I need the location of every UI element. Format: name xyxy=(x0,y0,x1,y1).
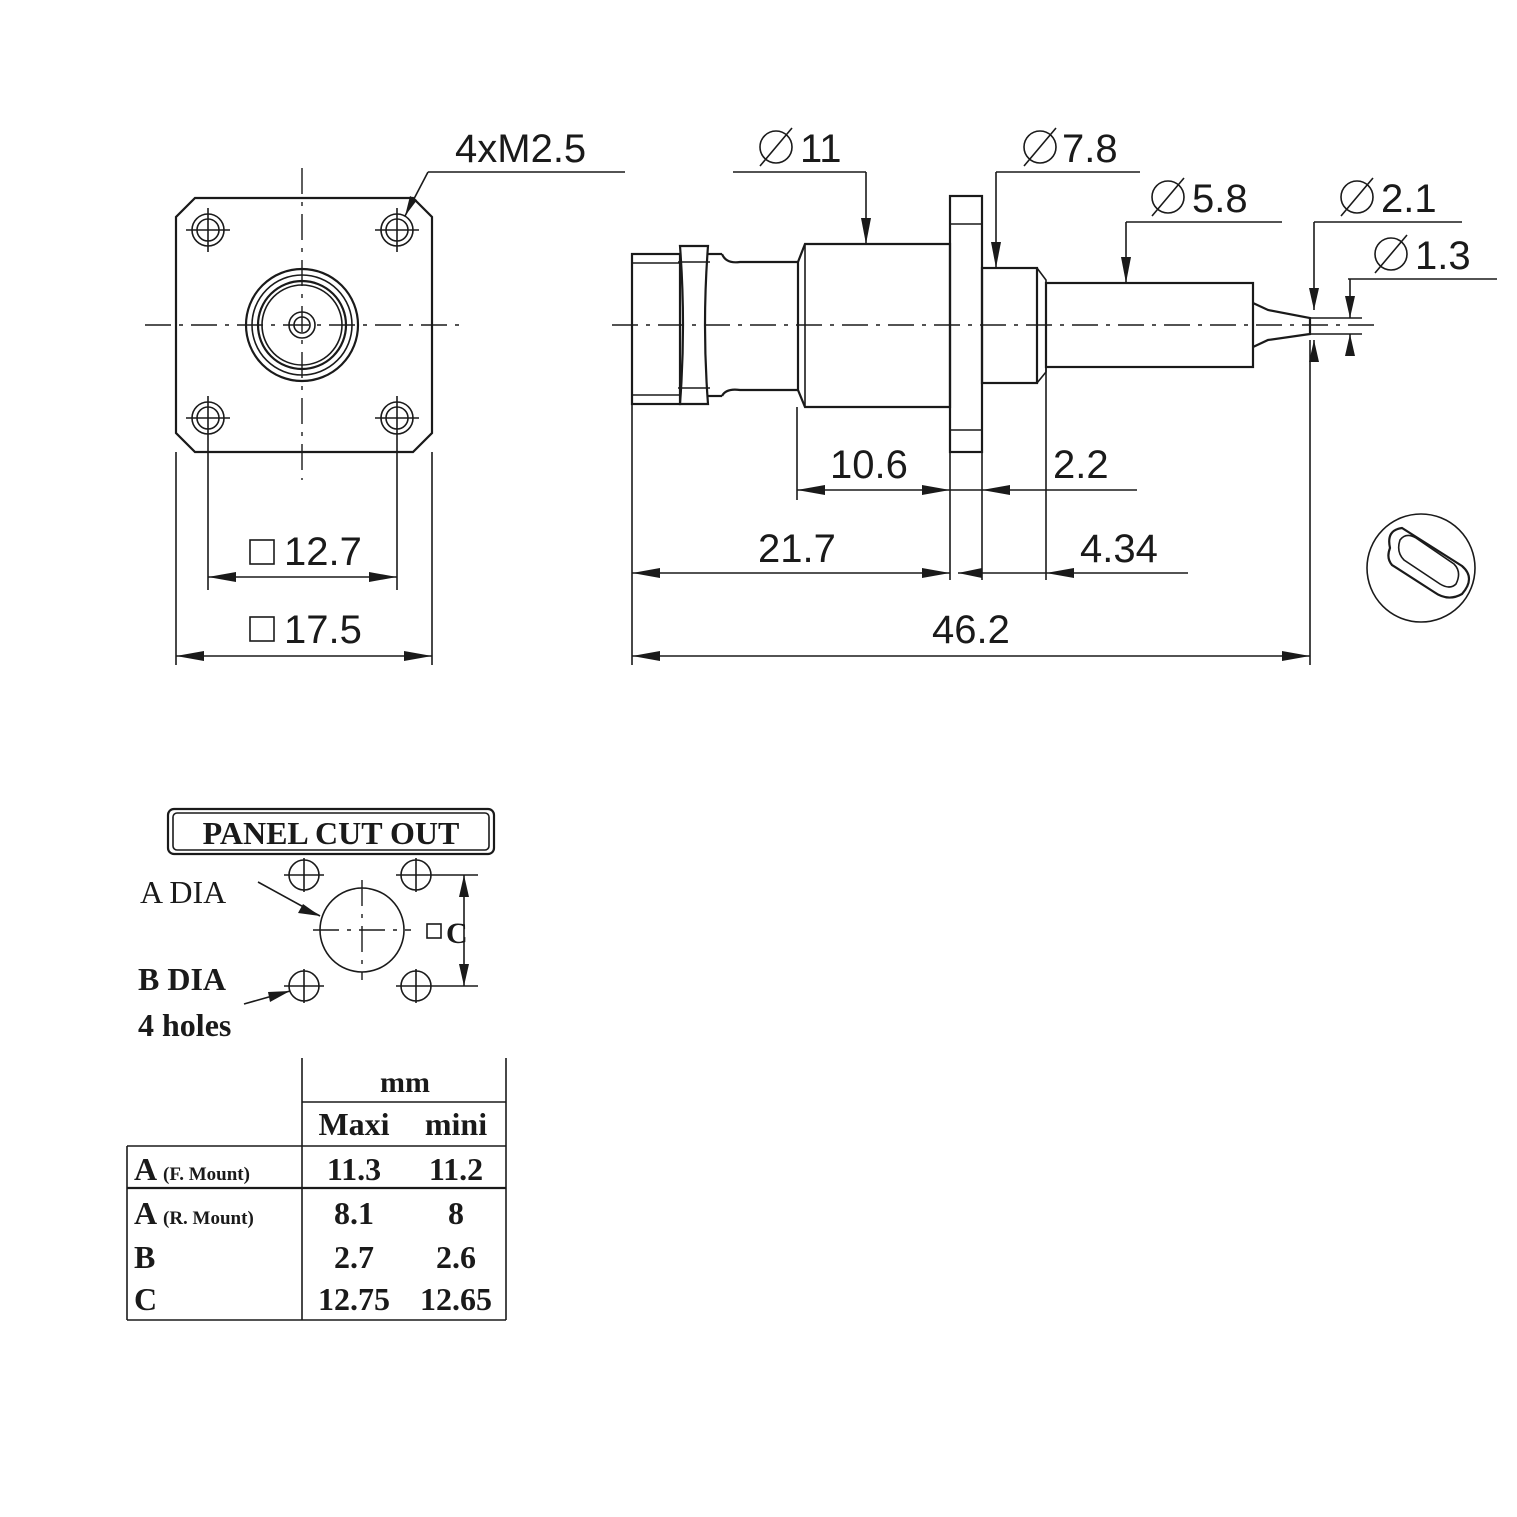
flange-width-label: 17.5 xyxy=(284,608,362,652)
dia-body-label: 11 xyxy=(800,127,842,171)
svg-text:12.65: 12.65 xyxy=(420,1281,492,1317)
dia-pin-inner-label: 1.3 xyxy=(1415,234,1471,278)
thread-label: 4xM2.5 xyxy=(455,127,586,171)
dia-flange-neck-label: 7.8 xyxy=(1062,127,1118,171)
nose-section xyxy=(630,252,682,406)
panel-title-box xyxy=(166,807,496,856)
maxi-header: Maxi xyxy=(318,1106,389,1142)
connector-face xyxy=(244,267,360,383)
square-symbol xyxy=(249,539,275,565)
table-row: A (R. Mount) 8.1 8 xyxy=(134,1195,464,1231)
len-front-to-flange-label: 10.6 xyxy=(830,443,908,487)
unit-header: mm xyxy=(380,1066,430,1099)
svg-text:A: A xyxy=(134,1195,157,1231)
b-dia-label: B DIA xyxy=(138,961,226,997)
dimension-table: mm Maxi mini A (F. Mount) 11.3 11.2 A (R… xyxy=(126,1058,507,1321)
dia-pin-outer-label: 2.1 xyxy=(1381,177,1437,221)
a-dia-label: A DIA xyxy=(140,874,226,910)
dia-rear-body-label: 5.8 xyxy=(1192,177,1248,221)
panel-cutout: PANEL CUT OUT C A DIA B DIA 4 holes xyxy=(138,807,496,1043)
svg-text:C: C xyxy=(134,1281,157,1317)
flange xyxy=(948,194,984,454)
svg-text:12.75: 12.75 xyxy=(318,1281,390,1317)
table-row: C 12.75 12.65 xyxy=(134,1281,492,1317)
front-view: 4xM2.5 12.7 17.5 xyxy=(145,127,625,665)
svg-text:A: A xyxy=(134,1151,157,1187)
hole-spacing-label: 12.7 xyxy=(284,530,362,574)
svg-text:8: 8 xyxy=(448,1195,464,1231)
svg-text:(R. Mount): (R. Mount) xyxy=(163,1208,254,1229)
side-view: 11 7.8 5.8 2.1 1.3 xyxy=(612,127,1497,665)
flange-thickness-label: 2.2 xyxy=(1053,443,1109,487)
svg-text:11.2: 11.2 xyxy=(429,1151,483,1187)
table-row: A (F. Mount) 11.3 11.2 xyxy=(134,1151,483,1187)
svg-text:B: B xyxy=(134,1239,155,1275)
svg-text:2.6: 2.6 xyxy=(436,1239,476,1275)
panel-title: PANEL CUT OUT xyxy=(203,815,460,851)
len-rear-step-label: 4.34 xyxy=(1080,527,1158,571)
svg-text:(F. Mount): (F. Mount) xyxy=(163,1164,250,1185)
svg-text:11.3: 11.3 xyxy=(327,1151,381,1187)
flange-neck xyxy=(980,266,1039,385)
c-label: C xyxy=(446,917,468,950)
svg-text:2.7: 2.7 xyxy=(334,1239,374,1275)
mounting-holes xyxy=(186,208,419,440)
pin xyxy=(1252,302,1312,348)
square-symbol xyxy=(249,616,275,642)
square-symbol xyxy=(426,923,442,939)
mini-header: mini xyxy=(425,1106,487,1142)
b-holes-note: 4 holes xyxy=(138,1007,231,1043)
overall-length-label: 46.2 xyxy=(932,608,1010,652)
table-row: B 2.7 2.6 xyxy=(134,1239,476,1275)
rear-body xyxy=(1044,281,1255,369)
pin-detail xyxy=(1366,513,1476,623)
flange-outline xyxy=(174,196,434,454)
svg-text:8.1: 8.1 xyxy=(334,1195,374,1231)
len-nose-to-flange-label: 21.7 xyxy=(758,527,836,571)
coupling-ring xyxy=(678,244,710,406)
